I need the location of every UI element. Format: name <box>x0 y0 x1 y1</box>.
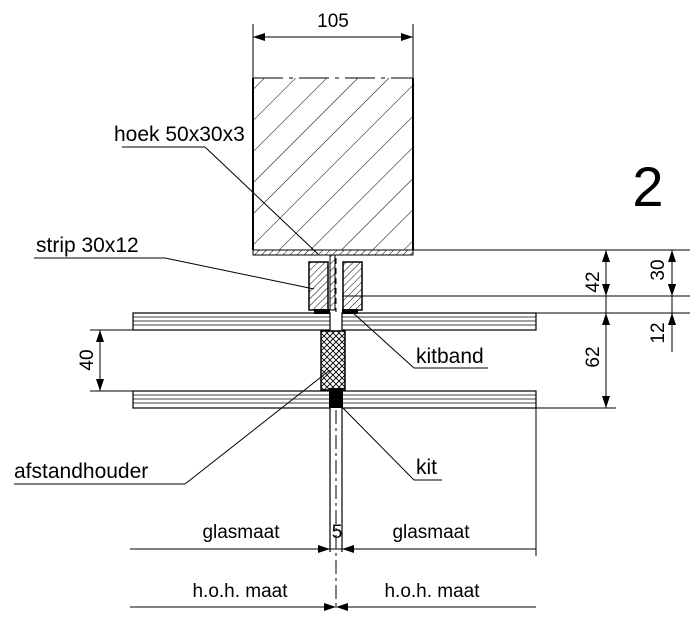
glass-pane-lower <box>132 388 537 409</box>
hoh-left: h.o.h. maat <box>192 581 288 602</box>
glasmaat-right: glasmaat <box>392 522 470 543</box>
label-kitband: kitband <box>416 345 484 368</box>
bottom-dimensions <box>130 408 537 611</box>
dim-40: 40 <box>77 349 98 370</box>
left-dimension <box>90 329 133 392</box>
label-afstandhouder: afstandhouder <box>14 460 148 483</box>
leader-lines <box>14 146 488 485</box>
label-strip: strip 30x12 <box>36 234 139 257</box>
dim-gap: 5 <box>332 522 343 543</box>
sheet-number: 2 <box>632 155 663 218</box>
dim-30: 30 <box>648 259 669 280</box>
dim-62: 62 <box>583 346 604 367</box>
label-hoek: hoek 50x30x3 <box>114 123 245 146</box>
kitband <box>314 309 358 314</box>
hoh-right: h.o.h. maat <box>384 581 480 602</box>
dim-12: 12 <box>648 322 669 343</box>
dim-42: 42 <box>583 271 604 292</box>
label-kit: kit <box>416 456 437 479</box>
steel-angle <box>252 249 690 311</box>
right-dimensions <box>602 250 676 408</box>
timber-beam <box>252 77 414 250</box>
kit-joint <box>329 408 343 608</box>
spacer <box>320 330 346 391</box>
glasmaat-left: glasmaat <box>202 522 280 543</box>
glass-pane-upper <box>132 312 537 331</box>
beam-width-value: 105 <box>317 11 349 32</box>
beam-width-dimension <box>252 24 414 78</box>
